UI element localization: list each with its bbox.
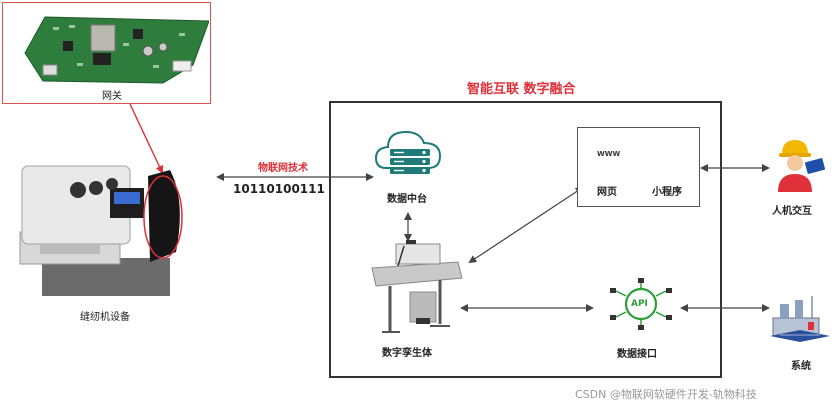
csdn-watermark: CSDN @物联网软硬件开发-轨物科技: [575, 388, 757, 401]
gateway-label: 网关: [102, 91, 122, 102]
sewing-machine-image: [19, 165, 183, 296]
gateway-link-arrow: [129, 103, 164, 174]
gateway-board-image: [24, 16, 210, 84]
digital-twin-label: 数字孪生体: [382, 348, 432, 359]
api-icon: [610, 278, 672, 330]
www-text: WWW: [597, 150, 621, 158]
binary-label: 10110100111: [233, 182, 325, 196]
gateway-frame: 网关: [2, 2, 211, 104]
system-label: 系统: [791, 361, 811, 372]
worker-icon: [778, 140, 826, 192]
factory-system-icon: [770, 296, 830, 342]
web-page-label: 网页: [597, 187, 617, 198]
sewing-machine-label: 缝纫机设备: [80, 312, 130, 323]
digital-system-frame: [329, 101, 722, 378]
mini-program-label: 小程序: [652, 187, 682, 198]
api-label: 数据接口: [617, 349, 657, 360]
web-access-frame: [577, 127, 700, 207]
diagram-title: 智能互联 数字融合: [467, 82, 576, 97]
twin-web-arrow: [468, 186, 584, 264]
human-interaction-label: 人机交互: [772, 206, 812, 217]
api-icon-text: API: [631, 299, 648, 309]
cloud-server-icon: [374, 130, 442, 174]
iot-label: 物联网技术: [258, 163, 308, 174]
data-platform-label: 数据中台: [387, 194, 427, 205]
digital-twin-image: [371, 240, 463, 333]
